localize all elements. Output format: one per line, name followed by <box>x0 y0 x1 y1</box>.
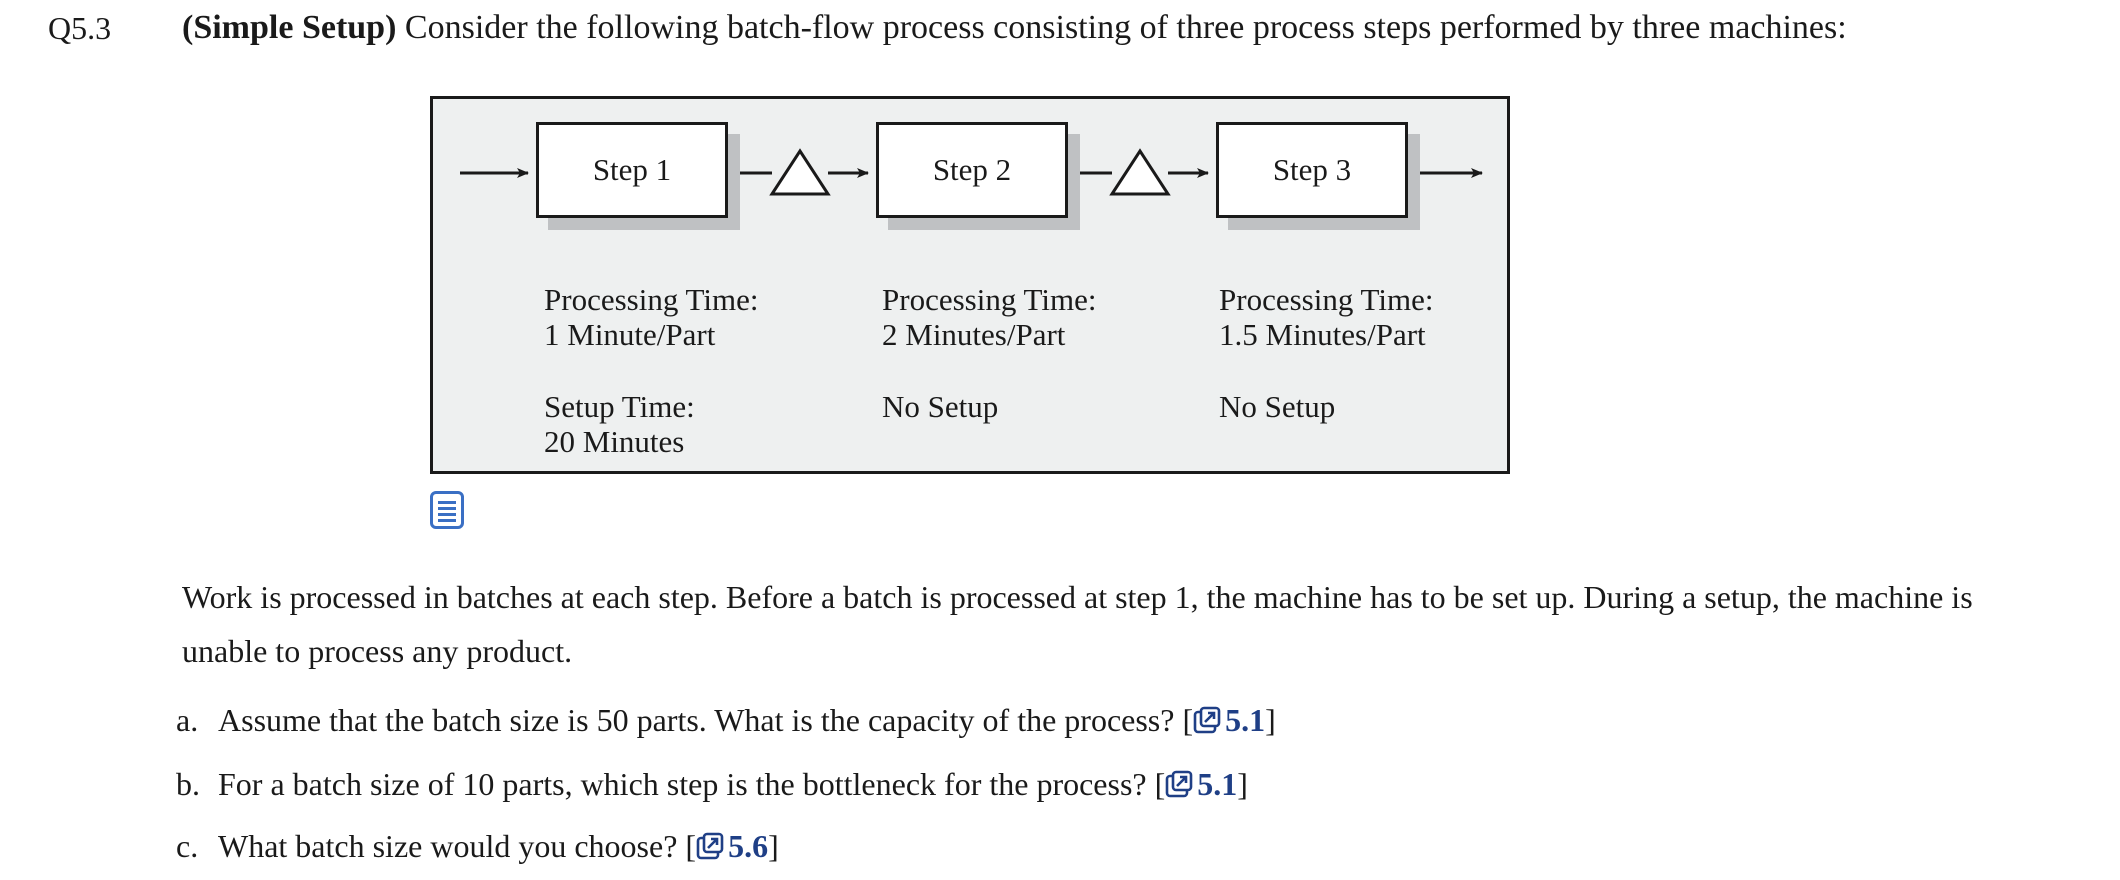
step-2-processing-value: 2 Minutes/Part <box>882 317 1066 352</box>
description-paragraph: Work is processed in batches at each ste… <box>182 579 1973 669</box>
question-c-text: What batch size would you choose? [ <box>218 828 697 864</box>
question-b-reference-link[interactable]: 5.1 <box>1165 766 1237 802</box>
question-a-close: ] <box>1265 702 1276 738</box>
question-number: Q5.3 <box>48 10 112 46</box>
question-a-letter: a. <box>176 702 199 738</box>
step-1-processing-label: Processing Time: <box>544 282 759 317</box>
question-c-letter: c. <box>176 828 199 864</box>
external-link-icon <box>1165 770 1193 798</box>
question-b: b. For a batch size of 10 parts, which st… <box>176 760 1248 808</box>
step-1-processing: Processing Time: 1 Minute/Part <box>544 282 758 352</box>
step-1-processing-value: 1 Minute/Part <box>544 317 716 352</box>
step-3-processing-value: 1.5 Minutes/Part <box>1219 317 1426 352</box>
external-link-icon <box>1193 706 1221 734</box>
question-prompt: (Simple Setup) Consider the following ba… <box>182 4 1847 52</box>
step-3-processing-label: Processing Time: <box>1219 282 1434 317</box>
question-a: a. Assume that the batch size is 50 parts… <box>176 696 1276 744</box>
flow-arrows <box>460 148 1483 196</box>
buffer-1-triangle <box>769 148 831 196</box>
question-b-reference: 5.1 <box>1197 766 1238 802</box>
step-2-processing-label: Processing Time: <box>882 282 1097 317</box>
step-3-box: Step 3 <box>1216 122 1408 218</box>
step-2-setup: No Setup <box>882 389 998 424</box>
step-3-setup-label: No Setup <box>1219 389 1336 424</box>
question-c-reference-link[interactable]: 5.6 <box>696 828 768 864</box>
step-1-setup-value: 20 Minutes <box>544 424 685 459</box>
step-2-box: Step 2 <box>876 122 1068 218</box>
step-1-box: Step 1 <box>536 122 728 218</box>
question-c-close: ] <box>768 828 779 864</box>
external-link-icon <box>696 832 724 860</box>
question-lead: (Simple Setup) <box>182 9 397 46</box>
question-c-reference: 5.6 <box>728 828 769 864</box>
question-a-reference-link[interactable]: 5.1 <box>1193 702 1265 738</box>
step-2-setup-label: No Setup <box>882 389 999 424</box>
question-c: c. What batch size would you choose? [ 5.6… <box>176 822 779 870</box>
question-a-reference: 5.1 <box>1225 702 1266 738</box>
document-list-icon[interactable] <box>430 491 464 529</box>
question-a-text: Assume that the batch size is 50 parts. … <box>218 702 1194 738</box>
step-2-label: Step 2 <box>932 152 1012 187</box>
question-text: Consider the following batch-flow proces… <box>396 9 1847 46</box>
step-1-label: Step 1 <box>592 152 672 187</box>
question-b-letter: b. <box>176 766 200 802</box>
step-3-processing: Processing Time: 1.5 Minutes/Part <box>1219 282 1433 352</box>
process-flow-diagram: Step 1 Step 2 Step 3 Processing Time: 1 … <box>430 96 1510 474</box>
step-1-setup: Setup Time: 20 Minutes <box>544 389 695 459</box>
step-3-setup: No Setup <box>1219 389 1335 424</box>
step-2-processing: Processing Time: 2 Minutes/Part <box>882 282 1096 352</box>
question-b-text: For a batch size of 10 parts, which step… <box>218 766 1166 802</box>
step-3-label: Step 3 <box>1272 152 1352 187</box>
step-1-setup-label: Setup Time: <box>544 389 695 424</box>
question-b-close: ] <box>1237 766 1248 802</box>
buffer-2-triangle <box>1109 148 1171 196</box>
